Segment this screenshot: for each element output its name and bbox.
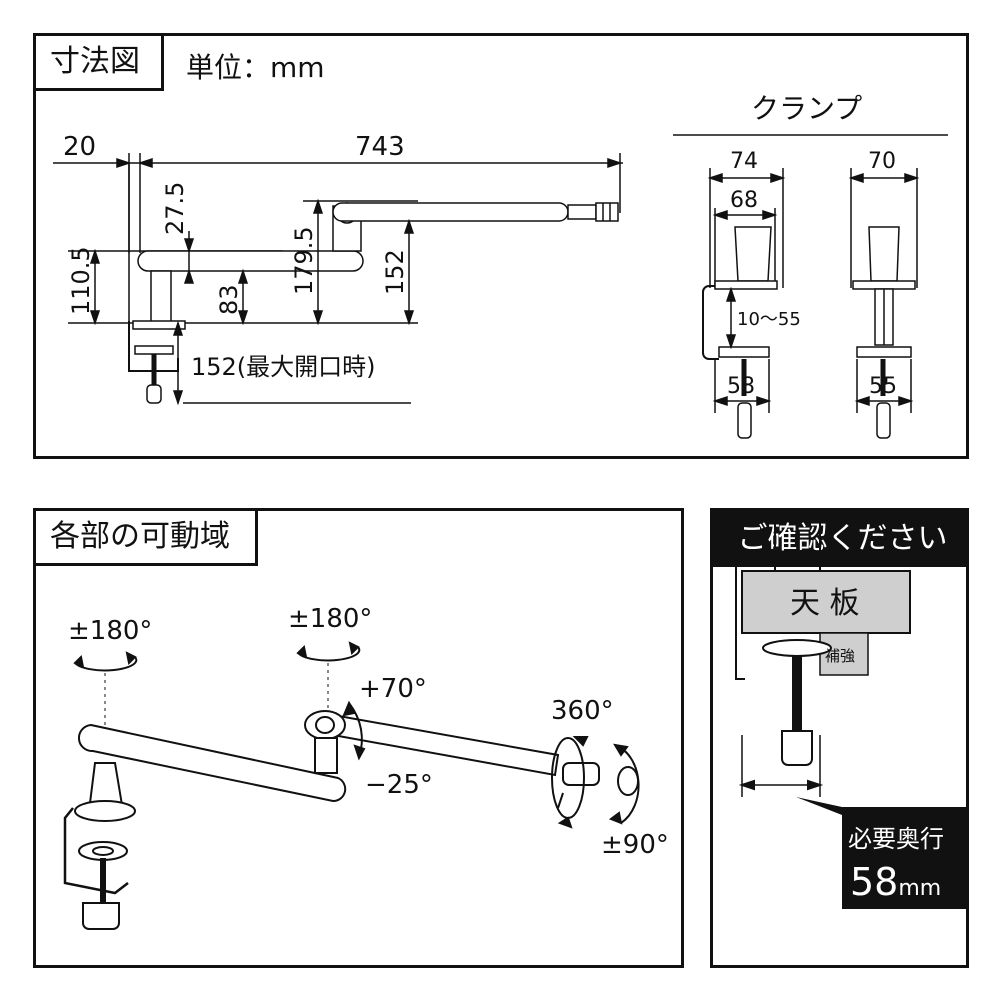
dim-83-label: 83 <box>215 284 243 315</box>
swivel-label: ±90° <box>601 830 669 860</box>
clamp-title: クランプ <box>751 92 862 125</box>
clamp-range-label: 10～55 <box>737 309 801 330</box>
tilt-up-label: +70° <box>359 674 427 704</box>
required-depth-value: 58mm <box>850 860 941 904</box>
dim-152-label: 152 <box>381 249 409 295</box>
dimension-panel: 寸法図 単位：mm <box>33 33 969 459</box>
confirm-panel: ご確認ください 天 板 補強 必要奥行 58mm <box>710 508 969 968</box>
motion-panel: 各部の可動域 <box>33 508 684 968</box>
dim-152-max-label: 152(最大開口時) <box>191 353 376 381</box>
clamp-74-label: 74 <box>730 149 758 174</box>
clamp-58-label: 58 <box>727 374 755 399</box>
spin-label: 360° <box>551 696 614 726</box>
motion-drawing: ±180° ±180° +70° −25° 360° ±90° <box>63 604 669 930</box>
dim-27-5-label: 27.5 <box>161 182 189 235</box>
rot-base-label: ±180° <box>68 616 152 646</box>
clamp-70-label: 70 <box>868 149 896 174</box>
clamp-68-label: 68 <box>730 188 758 213</box>
reinforce-label: 補強 <box>825 647 855 665</box>
clamp-55-label: 55 <box>869 374 897 399</box>
dimension-drawing: 20 743 27.5 110.5 83 179.5 152 152(最大開口時… <box>53 92 948 439</box>
rot-joint-label: ±180° <box>288 604 372 634</box>
dim-110-5-label: 110.5 <box>67 246 95 315</box>
motion-title: 各部の可動域 <box>36 511 258 566</box>
unit-label: 単位：mm <box>186 51 325 84</box>
dim-743-label: 743 <box>355 132 405 162</box>
tabletop-label: 天 板 <box>790 586 860 621</box>
dimension-title: 寸法図 <box>36 36 164 91</box>
tilt-down-label: −25° <box>365 770 433 800</box>
confirm-drawing: 天 板 補強 必要奥行 58mm <box>735 521 966 909</box>
dim-20-label: 20 <box>63 132 96 162</box>
required-depth-label: 必要奥行 <box>848 825 944 853</box>
dim-179-5-label: 179.5 <box>290 226 318 295</box>
confirm-title: ご確認ください <box>713 511 966 567</box>
